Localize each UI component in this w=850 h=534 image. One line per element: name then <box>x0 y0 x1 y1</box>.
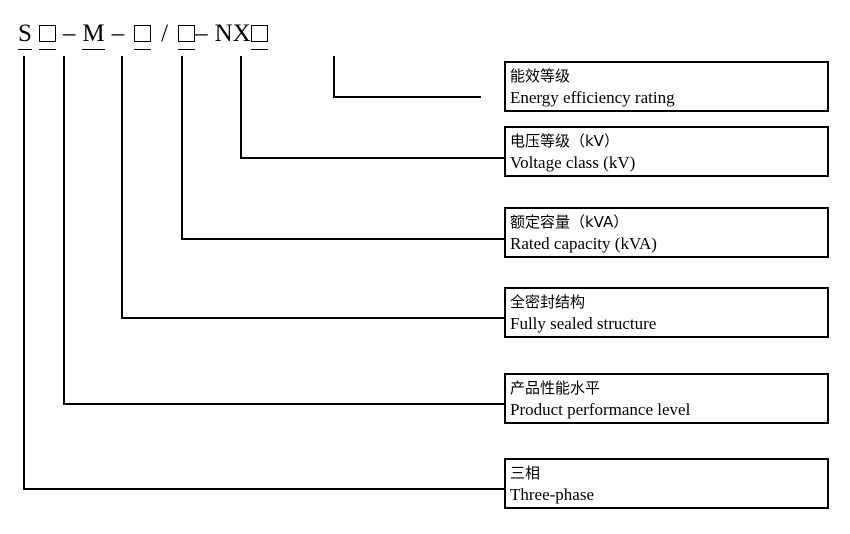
callout-box-energy-efficiency-rating: 能效等级 Energy efficiency rating <box>504 61 829 112</box>
connector-hline-fully-sealed <box>121 317 504 319</box>
callout-label-cn: 能效等级 <box>510 67 571 85</box>
code-segment-m: M <box>82 21 105 50</box>
code-separator-dash-1: – <box>62 20 76 47</box>
connector-hline-rated-capacity <box>181 238 504 240</box>
callout-label-cn: 全密封结构 <box>510 293 586 311</box>
callout-box-voltage-class: 电压等级（kV） Voltage class (kV) <box>504 126 829 177</box>
connector-vline-voltage-class <box>240 56 242 159</box>
code-segment-nx: NX <box>214 20 251 47</box>
code-separator-dash-3: – <box>195 20 208 47</box>
callout-label-en: Energy efficiency rating <box>510 88 675 107</box>
callout-label-en: Three-phase <box>510 485 595 504</box>
callout-box-product-performance-level: 产品性能水平 Product performance level <box>504 373 829 424</box>
connector-vline-rated-capacity <box>181 56 183 240</box>
empty-box-icon <box>178 24 196 42</box>
connector-vline-three-phase <box>23 56 25 490</box>
model-code-string: S – M – / – NX <box>18 18 268 52</box>
connector-vline-product-performance <box>63 56 65 405</box>
connector-hline-product-performance <box>63 403 504 405</box>
callout-box-fully-sealed-structure: 全密封结构 Fully sealed structure <box>504 287 829 338</box>
code-segment-box-2 <box>134 21 152 50</box>
empty-box-icon <box>38 24 56 42</box>
code-segment-box-4 <box>250 21 268 50</box>
code-separator-dash-2: – <box>111 20 125 47</box>
connector-hline-voltage-class <box>240 157 504 159</box>
callout-label-cn: 电压等级（kV） <box>510 132 619 150</box>
callout-box-three-phase: 三相 Three-phase <box>504 458 829 509</box>
empty-box-icon <box>250 24 268 42</box>
code-segment-box-3 <box>178 21 196 50</box>
code-segment-s: S <box>18 21 32 50</box>
code-separator-slash: / <box>161 20 169 47</box>
connector-hline-three-phase <box>23 488 504 490</box>
callout-box-rated-capacity: 额定容量（kVA） Rated capacity (kVA) <box>504 207 829 258</box>
callout-label-en: Fully sealed structure <box>510 314 657 333</box>
empty-box-icon <box>134 24 152 42</box>
connector-vline-energy-efficiency <box>333 56 335 98</box>
callout-label-en: Voltage class (kV) <box>510 153 636 172</box>
callout-label-en: Product performance level <box>510 400 691 419</box>
callout-label-cn: 额定容量（kVA） <box>510 213 629 231</box>
callout-label-cn: 产品性能水平 <box>510 379 601 397</box>
callout-label-en: Rated capacity (kVA) <box>510 234 657 253</box>
code-segment-box-1 <box>38 21 56 50</box>
connector-hline-energy-efficiency <box>333 96 481 98</box>
connector-vline-fully-sealed <box>121 56 123 319</box>
callout-label-cn: 三相 <box>510 464 541 482</box>
